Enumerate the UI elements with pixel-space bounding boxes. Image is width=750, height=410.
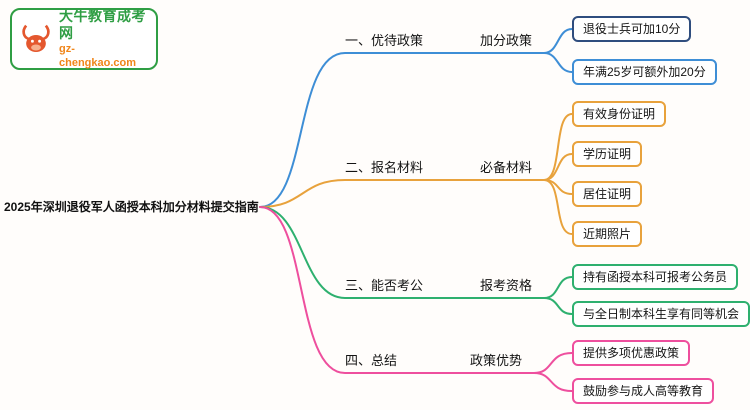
branch-4-subtopic: 政策优势: [470, 352, 534, 374]
leaf-item: 居住证明: [572, 181, 643, 207]
branch-1-leaf-curve: [543, 28, 573, 54]
leaf-item: 提供多项优惠政策: [572, 340, 691, 366]
branch-1-subtopic: 加分政策: [480, 32, 544, 54]
branch-3-subtopic: 报考资格: [480, 277, 544, 299]
leaf-item: 有效身份证明: [572, 101, 667, 127]
leaf-item: 年满25岁可额外加20分: [572, 59, 717, 85]
logo-title: 大牛教育成考网: [59, 8, 146, 41]
branch-4-leaf-curve: [533, 352, 573, 374]
site-logo[interactable]: 大牛教育成考网 gz-chengkao.com: [10, 8, 158, 70]
branch-1-curve: [259, 52, 346, 208]
branch-3-curve: [259, 206, 346, 299]
branch-4-leaf-curve: [533, 372, 573, 392]
branch-3-label: 三、能否考公: [345, 277, 433, 299]
branch-3-leaf-curve: [543, 276, 573, 299]
branch-2-subtopic: 必备材料: [480, 159, 544, 181]
leaf-item: 与全日制本科生享有同等机会: [572, 301, 750, 327]
leaf-item: 退役士兵可加10分: [572, 16, 692, 42]
branch-1-leaf-curve: [543, 52, 573, 73]
leaf-item: 学历证明: [572, 141, 643, 167]
logo-url: gz-chengkao.com: [59, 43, 137, 69]
branch-2-label: 二、报名材料: [345, 159, 433, 181]
branch-2-curve: [259, 179, 346, 208]
leaf-item: 持有函授本科可报考公务员: [572, 264, 739, 290]
main-topic: 2025年深圳退役军人函授本科加分材料提交指南: [4, 200, 259, 214]
leaf-item: 近期照片: [572, 221, 643, 247]
branch-2-leaf-curve: [543, 113, 573, 181]
branch-2-leaf-curve: [543, 153, 573, 181]
branch-3-leaf-curve: [543, 297, 573, 315]
branch-4-label: 四、总结: [345, 352, 405, 374]
bull-icon: [19, 22, 53, 56]
branch-2-leaf-curve: [543, 179, 573, 235]
branch-1-label: 一、优待政策: [345, 32, 433, 54]
leaf-item: 鼓励参与成人高等教育: [572, 378, 715, 404]
branch-4-curve: [259, 206, 346, 374]
